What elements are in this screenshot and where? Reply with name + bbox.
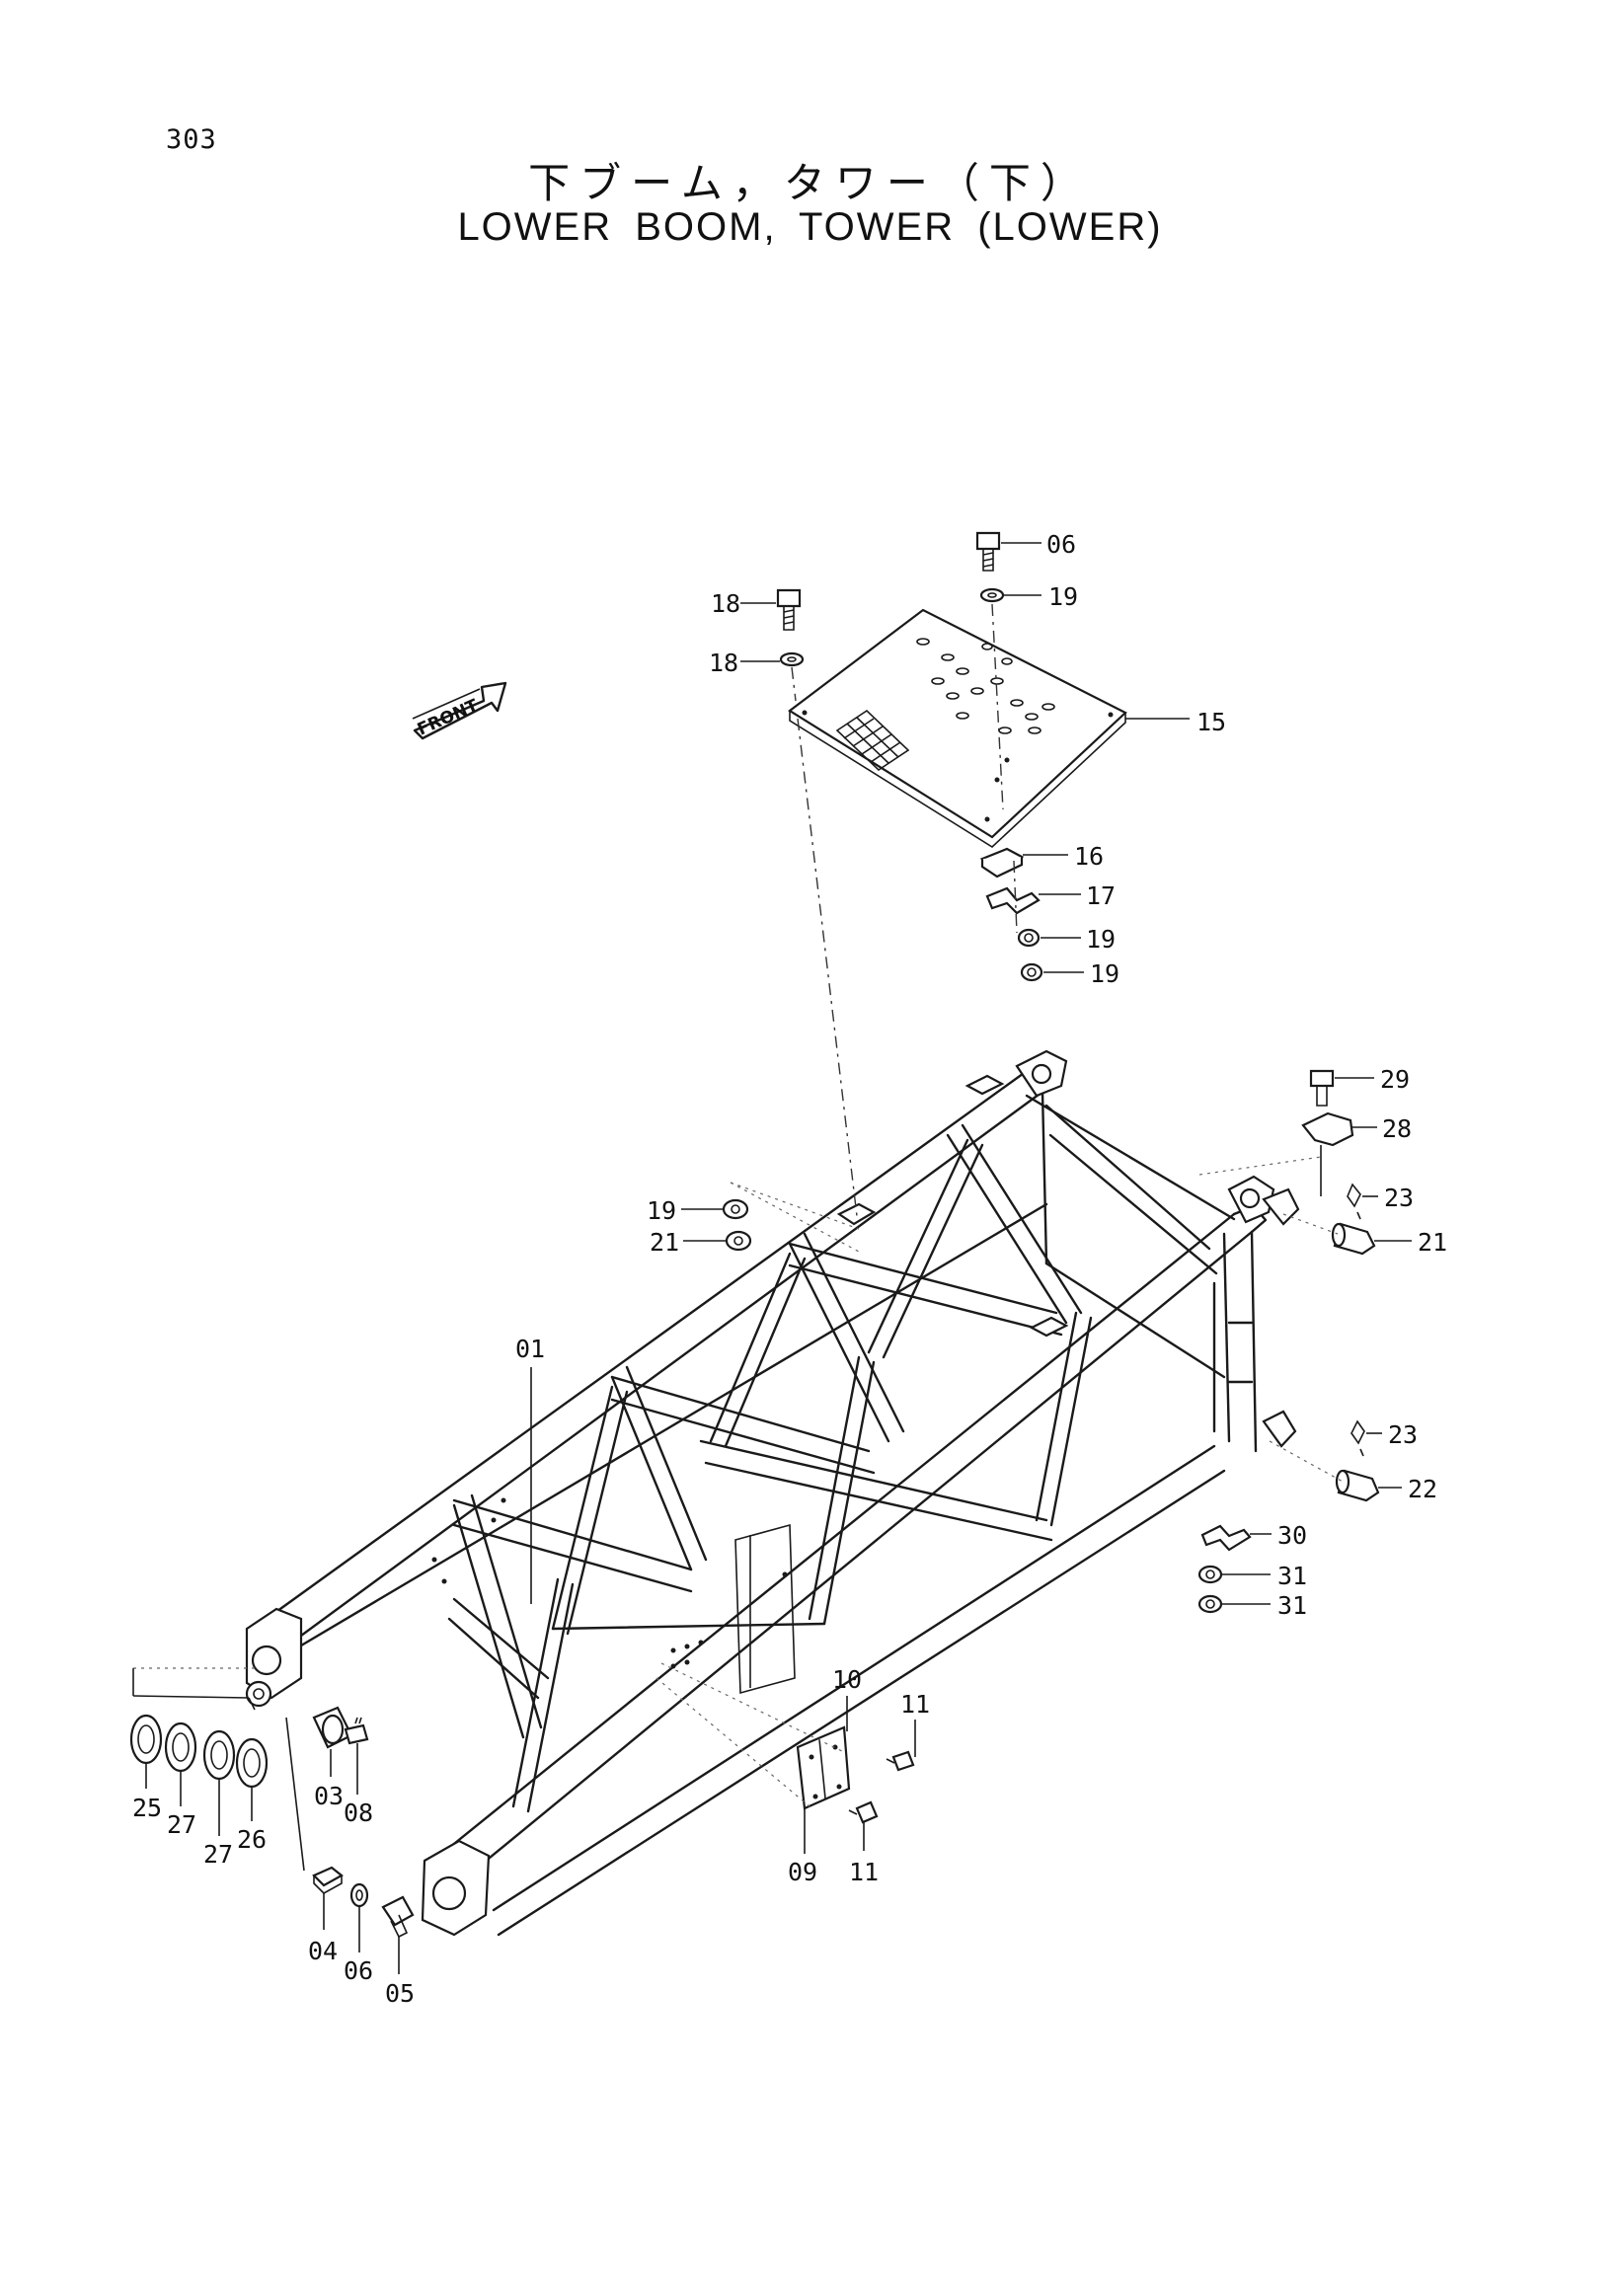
callout-31: 31 — [1277, 1591, 1307, 1620]
page-title-english: LOWER BOOM, TOWER (LOWER) — [457, 205, 1163, 249]
side-cover-plate — [796, 1725, 915, 1824]
callout-22: 22 — [1408, 1475, 1437, 1503]
callout-09: 09 — [788, 1858, 817, 1886]
callout-11: 11 — [849, 1858, 879, 1886]
callout-16: 18 — [711, 589, 740, 618]
rear-pin-hardware — [1197, 1069, 1380, 1614]
front-arrow-icon: FRONT — [412, 681, 507, 740]
callout-04: 04 — [308, 1937, 338, 1965]
callout-10: 10 — [832, 1665, 862, 1694]
callout-23: 23 — [1388, 1420, 1418, 1449]
callout-27: 27 — [203, 1840, 233, 1869]
leader-lines — [145, 542, 1412, 1974]
callout-19: 19 — [1090, 959, 1119, 988]
callout-18: 18 — [709, 649, 738, 677]
callout-12: 15 — [1196, 708, 1226, 736]
callout-06: 06 — [344, 1956, 373, 1985]
floor-plate-assembly — [788, 608, 1127, 982]
callout-14: 16 — [1074, 842, 1104, 871]
callout-05: 05 — [385, 1979, 415, 2008]
callout-18: 19 — [1048, 582, 1078, 611]
callout-23: 23 — [1384, 1184, 1414, 1212]
page-number: 303 — [166, 124, 217, 155]
callout-labels: 06 19 18 18 15 16 17 19 19 29 28 23 21 2… — [132, 530, 1447, 2008]
callout-03: 03 — [314, 1782, 344, 1810]
callout-21: 21 — [1418, 1228, 1447, 1257]
callout-19: 19 — [647, 1196, 676, 1225]
callout-17: 06 — [1046, 530, 1076, 559]
callout-25: 25 — [132, 1794, 162, 1822]
callout-19: 21 — [650, 1228, 679, 1257]
callout-01: 01 — [515, 1335, 545, 1363]
callout-31: 31 — [1277, 1562, 1307, 1590]
callout-19: 19 — [1086, 925, 1116, 954]
lower-boom-frame — [245, 1049, 1300, 1937]
callout-29: 30 — [1277, 1521, 1307, 1550]
callout-27: 27 — [167, 1810, 196, 1839]
page-title-japanese: 下ブーム，タワー（下） — [528, 159, 1092, 207]
callout-11: 11 — [900, 1690, 930, 1719]
callout-15: 17 — [1086, 881, 1116, 910]
projection-lines — [132, 603, 1346, 1872]
callout-08: 08 — [344, 1799, 373, 1827]
callout-30: 29 — [1380, 1065, 1410, 1094]
callout-28: 28 — [1382, 1114, 1412, 1143]
callout-26: 26 — [237, 1825, 267, 1854]
